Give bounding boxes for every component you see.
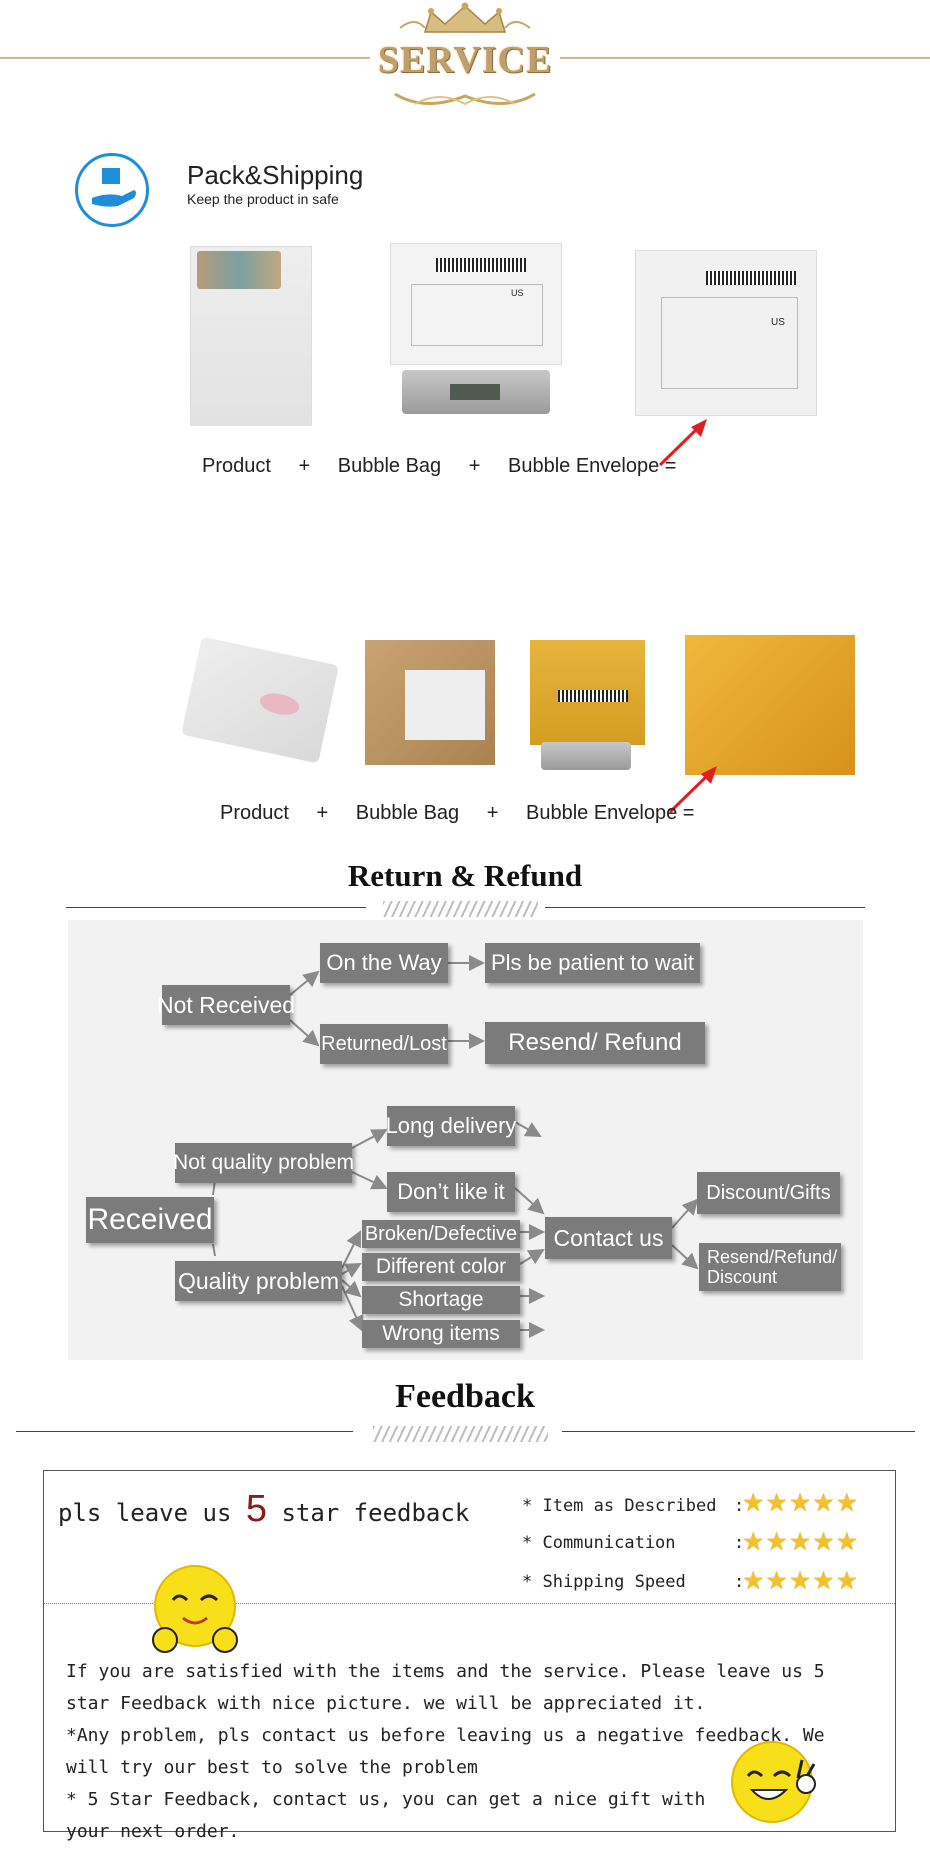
return-left-rule	[66, 907, 366, 908]
product-photo-2	[181, 636, 339, 764]
quality-problem-box: Quality problem	[175, 1261, 342, 1301]
different-color-box: Different color	[362, 1253, 520, 1281]
rating-colon: :	[734, 1533, 745, 1553]
eq-bubble-bag: Bubble Bag	[355, 802, 460, 824]
service-title: SERVICE	[377, 39, 553, 81]
resend-refund-discount-box: Resend/Refund/ Discount	[699, 1243, 841, 1291]
rating-colon: :	[734, 1572, 745, 1592]
feedback-paragraph-1: If you are satisfied with the items and …	[66, 1661, 825, 1714]
headline-number: 5	[245, 1488, 267, 1530]
eq-bubble-envelope: Bubble Envelope =	[507, 455, 677, 477]
long-delivery-box: Long delivery	[386, 1106, 516, 1146]
rating-label: * Communication	[522, 1533, 676, 1553]
red-arrow-icon	[668, 766, 717, 814]
product-photo	[190, 246, 312, 426]
feedback-divider	[44, 1603, 895, 1604]
eq-plus: +	[316, 802, 329, 824]
returned-lost-box: Returned/Lost	[320, 1024, 448, 1064]
stars-item-described: ★★★★★	[742, 1489, 860, 1517]
return-hatch	[383, 901, 538, 917]
resend-refund-discount-line1: Resend/Refund/	[707, 1247, 838, 1267]
not-quality-problem-box: Not quality problem	[173, 1143, 354, 1183]
service-right-rule	[560, 57, 930, 59]
pack-shipping-title: Pack&Shipping	[187, 160, 364, 190]
be-patient-box: Pls be patient to wait	[485, 943, 700, 983]
yellow-package-photo	[530, 640, 645, 745]
feedback-title: Feedback	[395, 1378, 535, 1415]
feedback-right-rule	[562, 1431, 915, 1432]
not-received-box: Not Received	[157, 985, 295, 1025]
return-refund-title: Return & Refund	[347, 858, 583, 893]
contact-us-box: Contact us	[545, 1217, 672, 1259]
rating-shipping-speed: * Shipping Speed :	[522, 1572, 744, 1592]
rating-colon: :	[734, 1496, 745, 1516]
eq-product: Product	[220, 802, 289, 824]
bubble-envelope-photo: US	[635, 250, 817, 416]
scale-photo-2	[541, 742, 631, 770]
rating-communication: * Communication :	[522, 1533, 744, 1553]
eq-product: Product	[202, 455, 271, 477]
headline-post: star feedback	[281, 1499, 470, 1527]
feedback-hatch	[373, 1426, 548, 1442]
bubble-bag-photo: US	[390, 243, 562, 365]
feedback-paragraph-3: * 5 Star Feedback, contact us, you can g…	[66, 1789, 706, 1842]
feedback-paragraph-2a: *Any problem, pls contact us before leav…	[66, 1725, 825, 1746]
wrong-items-box: Wrong items	[362, 1320, 520, 1348]
eq-plus: +	[486, 802, 499, 824]
feedback-panel	[43, 1470, 896, 1832]
feedback-paragraph-2b: will try our best to solve the problem	[66, 1757, 478, 1778]
eq-plus: +	[468, 455, 481, 477]
service-ornament	[394, 92, 536, 106]
victory-smiley-icon	[731, 1741, 816, 1823]
eq-plus: +	[298, 455, 311, 477]
return-right-rule	[545, 907, 865, 908]
pack-equation-row-1: Product + Bubble Bag + Bubble Envelope =	[202, 455, 698, 478]
rating-label: * Shipping Speed	[522, 1572, 686, 1592]
broken-defective-box: Broken/Defective	[362, 1220, 520, 1248]
pack-equation-row-2: Product + Bubble Bag + Bubble Envelope =	[220, 802, 716, 825]
eq-bubble-envelope: Bubble Envelope =	[525, 802, 695, 824]
resend-refund-box: Resend/ Refund	[485, 1022, 705, 1064]
stars-communication: ★★★★★	[742, 1528, 860, 1556]
us-label: US	[771, 317, 785, 328]
stars-shipping-speed: ★★★★★	[742, 1567, 860, 1595]
dont-like-box: Don’t like it	[387, 1172, 515, 1212]
service-left-rule	[0, 57, 370, 59]
red-arrow-icon	[658, 419, 707, 467]
feedback-headline: pls leave us 5 star feedback	[58, 1488, 469, 1531]
big-yellow-package-photo	[685, 635, 855, 775]
rating-item-described: * Item as Described :	[522, 1496, 744, 1516]
pack-shipping-subtitle: Keep the product in safe	[187, 191, 339, 207]
crown-icon	[399, 2, 531, 33]
eq-bubble-bag: Bubble Bag	[337, 455, 442, 477]
refund-flow-arrows	[212, 955, 699, 1338]
scale-photo	[402, 370, 550, 414]
on-the-way-box: On the Way	[320, 943, 448, 983]
discount-gifts-box: Discount/Gifts	[697, 1172, 840, 1214]
carton-box-photo	[365, 640, 495, 765]
headline-pre: pls leave us	[58, 1499, 232, 1527]
us-label: US	[511, 288, 524, 298]
smiley-icon	[152, 1565, 238, 1653]
package-hand-icon	[75, 153, 149, 227]
resend-refund-discount-line2: Discount	[707, 1267, 778, 1287]
rating-label: * Item as Described	[522, 1496, 717, 1516]
feedback-left-rule	[16, 1431, 353, 1432]
received-box: Received	[86, 1197, 214, 1243]
shortage-box: Shortage	[362, 1286, 520, 1314]
